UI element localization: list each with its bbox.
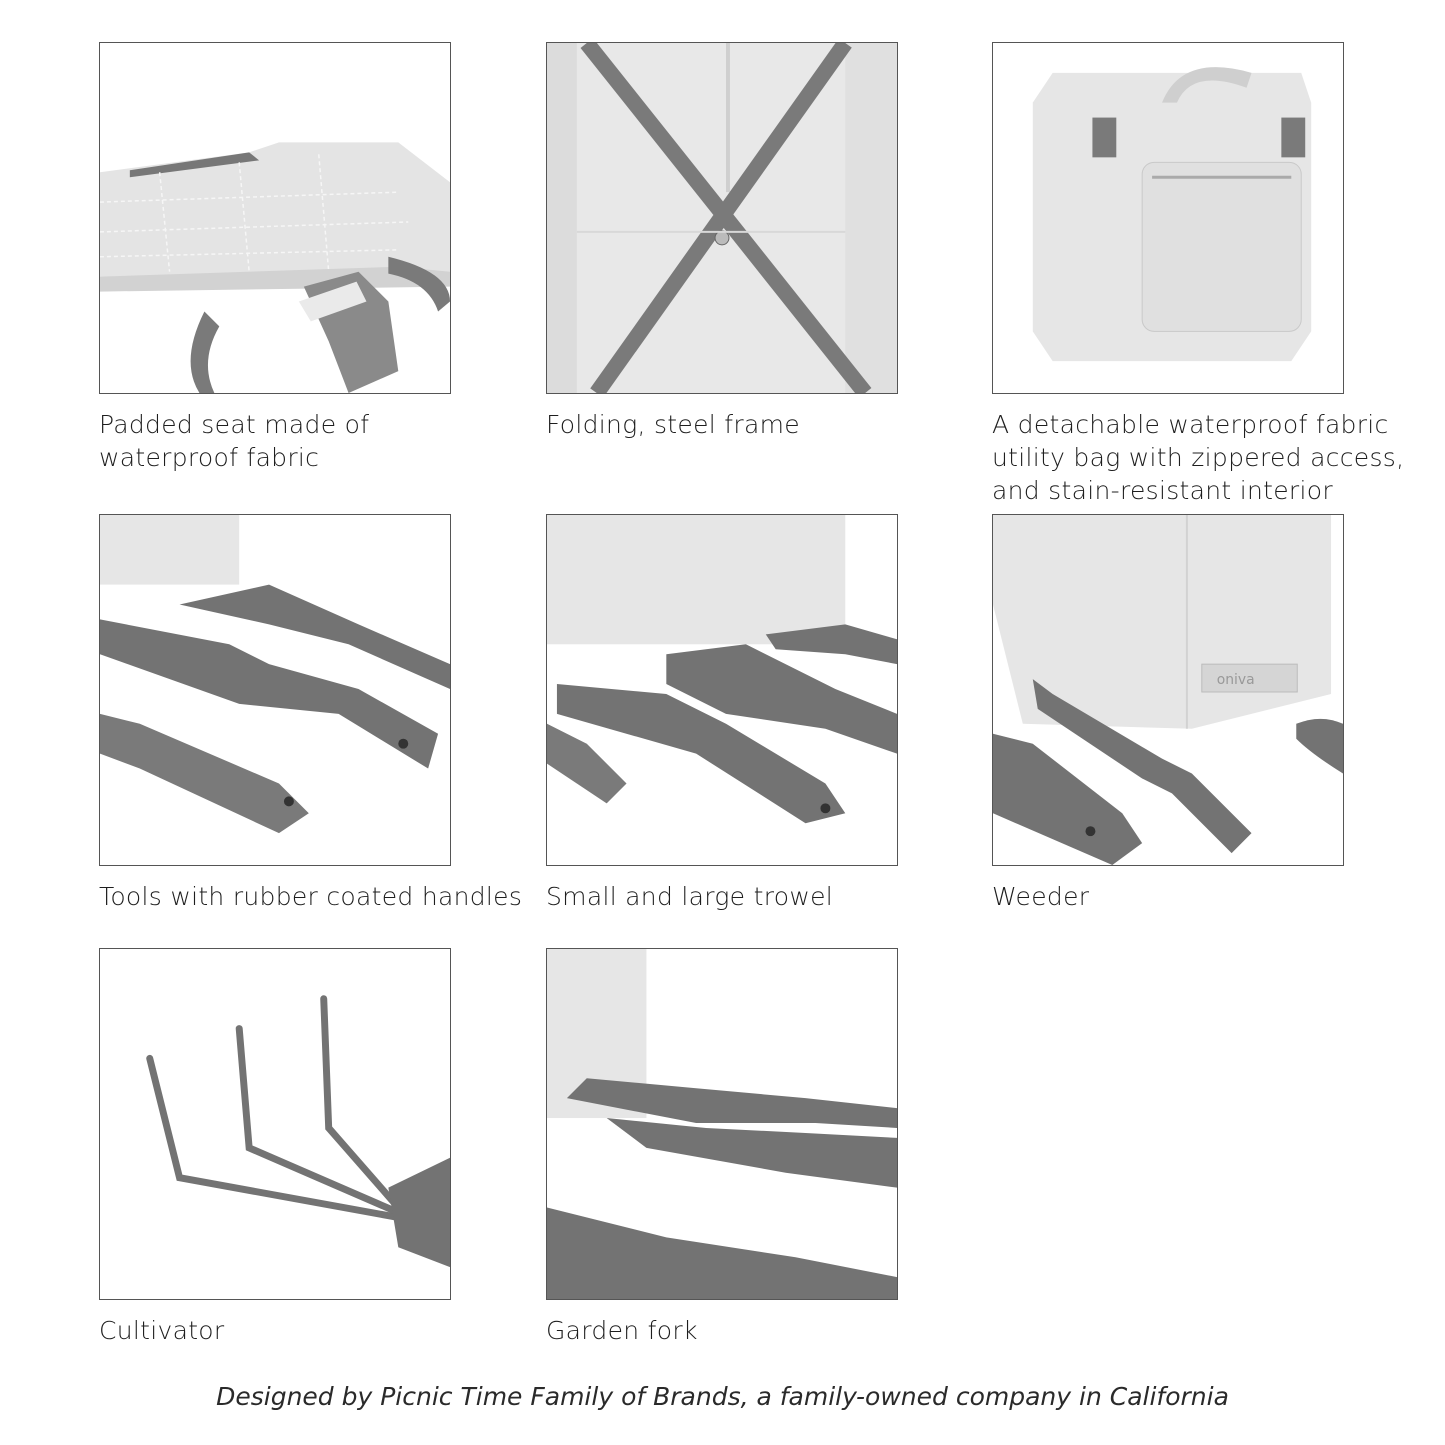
tools-photo xyxy=(99,514,451,866)
trowel-photo xyxy=(546,514,898,866)
caption-line: and stain-resistant interior xyxy=(992,476,1333,505)
weeder-photo: oniva xyxy=(992,514,1344,866)
caption-cultivator: Cultivator xyxy=(99,1314,225,1347)
caption-trowel: Small and large trowel xyxy=(546,880,833,913)
cultivator-photo xyxy=(99,948,451,1300)
caption-weeder: Weeder xyxy=(992,880,1089,913)
brand-label: oniva xyxy=(1217,672,1255,688)
caption-line: Tools with rubber coated handles xyxy=(99,882,523,911)
caption-garden-fork: Garden fork xyxy=(546,1314,698,1347)
caption-steel-frame: Folding, steel frame xyxy=(546,408,800,441)
caption-line: waterproof fabric xyxy=(99,443,320,472)
steel-frame-photo xyxy=(546,42,898,394)
caption-line: A detachable waterproof fabric xyxy=(992,410,1389,439)
garden-fork-photo xyxy=(546,948,898,1300)
caption-tools: Tools with rubber coated handles xyxy=(99,880,522,913)
caption-line: Weeder xyxy=(992,882,1090,911)
utility-bag-photo xyxy=(992,42,1344,394)
caption-utility-bag: A detachable waterproof fabric utility b… xyxy=(992,408,1404,507)
caption-line: Garden fork xyxy=(546,1316,698,1345)
caption-line: Cultivator xyxy=(99,1316,225,1345)
caption-padded-seat: Padded seat made of waterproof fabric xyxy=(99,408,369,474)
caption-line: utility bag with zippered access, xyxy=(992,443,1405,472)
caption-line: Small and large trowel xyxy=(546,882,833,911)
caption-line: Folding, steel frame xyxy=(546,410,800,439)
footer-tagline: Designed by Picnic Time Family of Brands… xyxy=(216,1382,1229,1411)
caption-line: Padded seat made of xyxy=(99,410,370,439)
padded-seat-photo xyxy=(99,42,451,394)
